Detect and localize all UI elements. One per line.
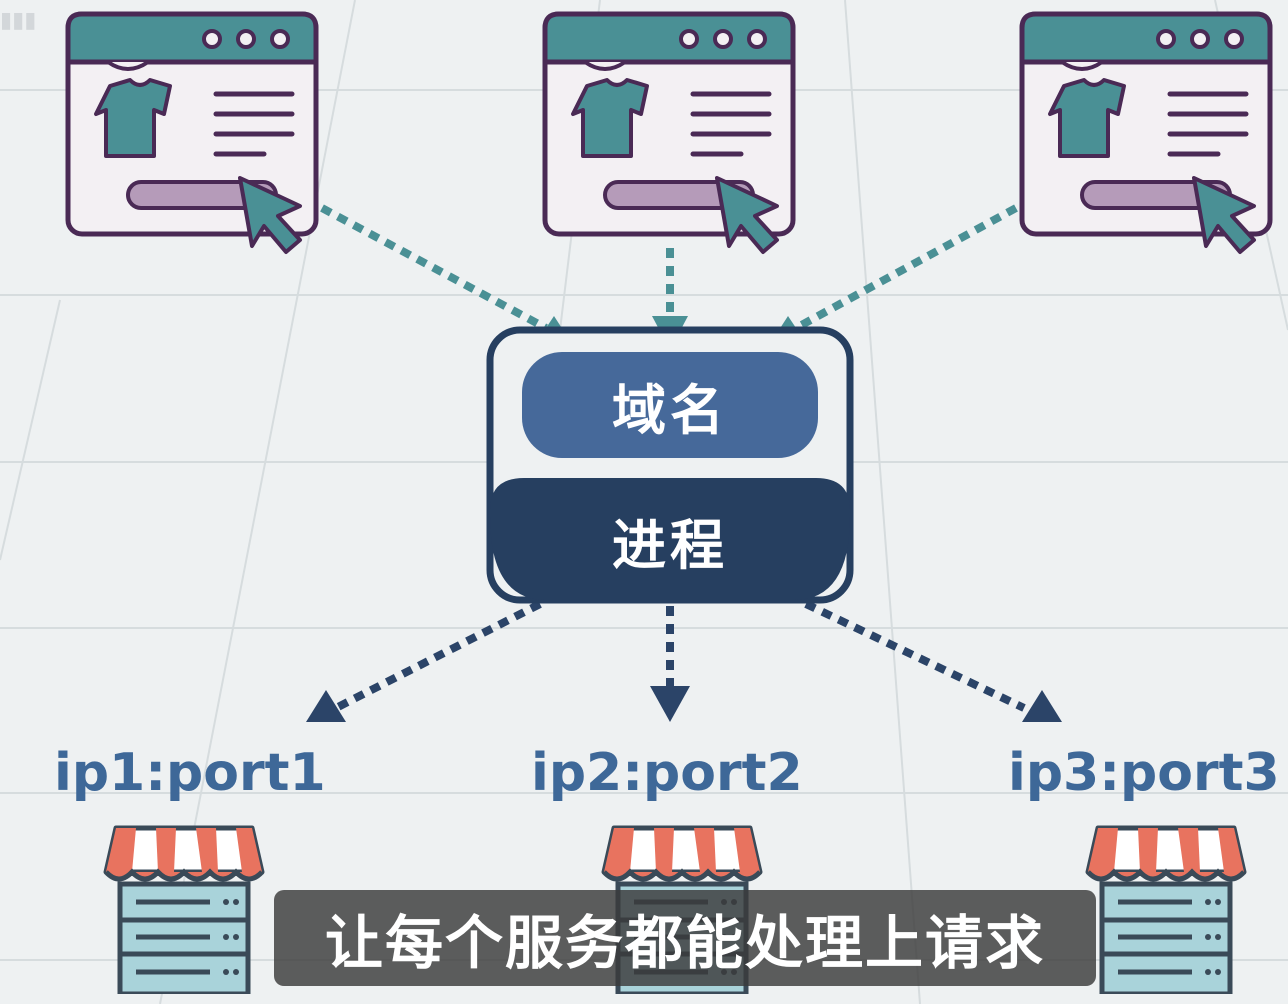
watermark-logo: ▮▮▮ — [0, 8, 37, 33]
backend-address-2: ip2:port2 — [531, 743, 803, 803]
arrowhead-backend1 — [306, 690, 346, 722]
domain-label: 域名 — [612, 378, 728, 442]
arrow-browser3-to-gateway — [794, 204, 1018, 332]
arrow-gateway-to-backend3 — [804, 600, 1026, 712]
arrow-browser1-to-gateway — [320, 204, 548, 332]
backend-address-1: ip1:port1 — [54, 743, 326, 803]
browser-window-icon-1 — [65, 11, 319, 254]
gateway-box — [486, 326, 854, 604]
browser-window-icon-2 — [542, 11, 796, 254]
arrow-gateway-to-backend1 — [334, 600, 542, 712]
server-store-icon-1 — [103, 825, 265, 994]
process-label: 进程 — [612, 513, 728, 577]
arrowhead-backend2 — [650, 686, 690, 722]
arrowhead-backend3 — [1022, 690, 1062, 722]
backend-address-3: ip3:port3 — [1008, 743, 1280, 803]
browser-window-icon-3 — [1019, 11, 1273, 254]
subtitle-caption: 让每个服务都能处理上请求 — [274, 890, 1096, 986]
server-store-icon-3 — [1085, 825, 1247, 994]
